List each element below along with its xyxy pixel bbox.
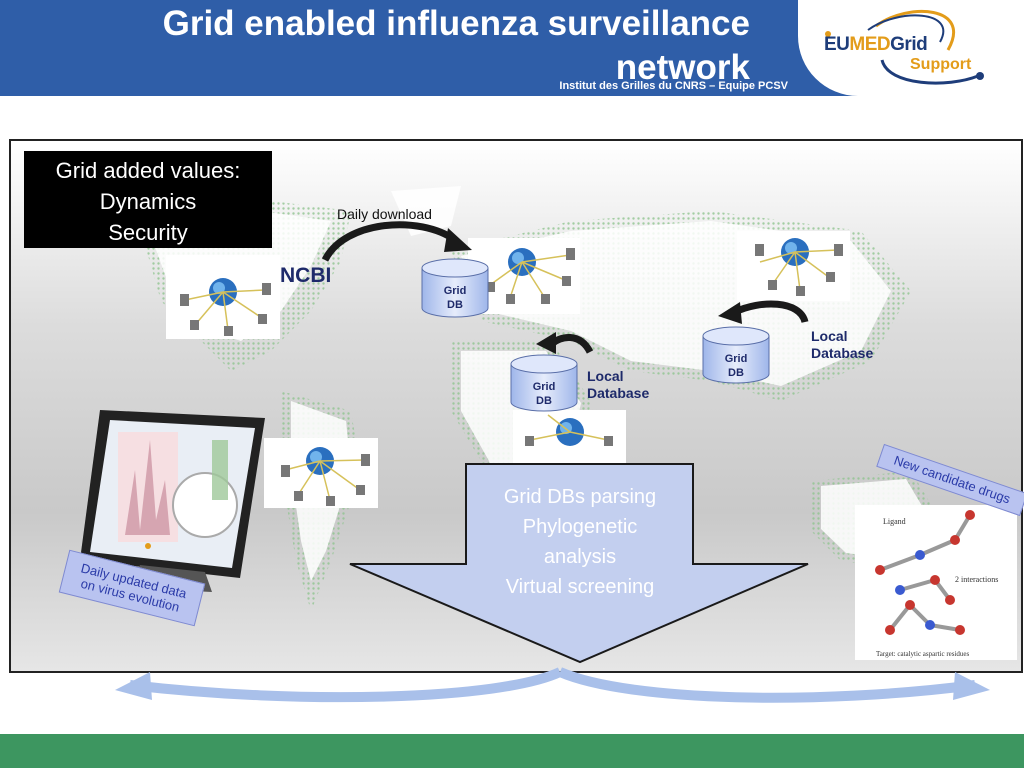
slide-title: Grid enabled influenza surveillance netw… [162,4,750,87]
logo-swirl-icon [825,9,984,85]
grid-values-line1: Grid added values: [55,158,241,183]
process-step-parsing: Grid DBs parsing [503,486,657,508]
molecule-ligand-label: Ligand [883,517,906,526]
ncbi-label: NCBI [280,264,332,287]
logo-text-support: Support [910,56,972,73]
molecule-interactions-label: 2 interactions [955,575,999,584]
grid-values-line2: Dynamics [99,189,197,214]
grid-values-line3: Security [108,220,188,245]
slide-subtitle: Institut des Grilles du CNRS – Equipe PC… [559,80,788,92]
daily-download-label: Daily download [337,206,432,222]
header-bar: Grid enabled influenza surveillance netw… [0,0,1024,96]
grid-added-values-box: Grid added values: Dynamics Security [24,151,272,248]
feedback-arrows-icon [115,667,990,703]
process-steps-text: Grid DBs parsing Phylogenetic analysis V… [466,482,694,602]
logo-text-eumedgrid: EUMEDGrid [824,34,928,55]
process-step-virtual-screening: Virtual screening [505,576,655,598]
process-step-analysis: analysis [543,546,617,568]
footer-bar [0,734,1024,768]
process-step-phylogenetic: Phylogenetic [522,516,638,538]
eumedgrid-logo: EUMEDGrid Support [798,0,1024,96]
molecule-target-label: Target: catalytic aspartic residues [876,650,970,658]
